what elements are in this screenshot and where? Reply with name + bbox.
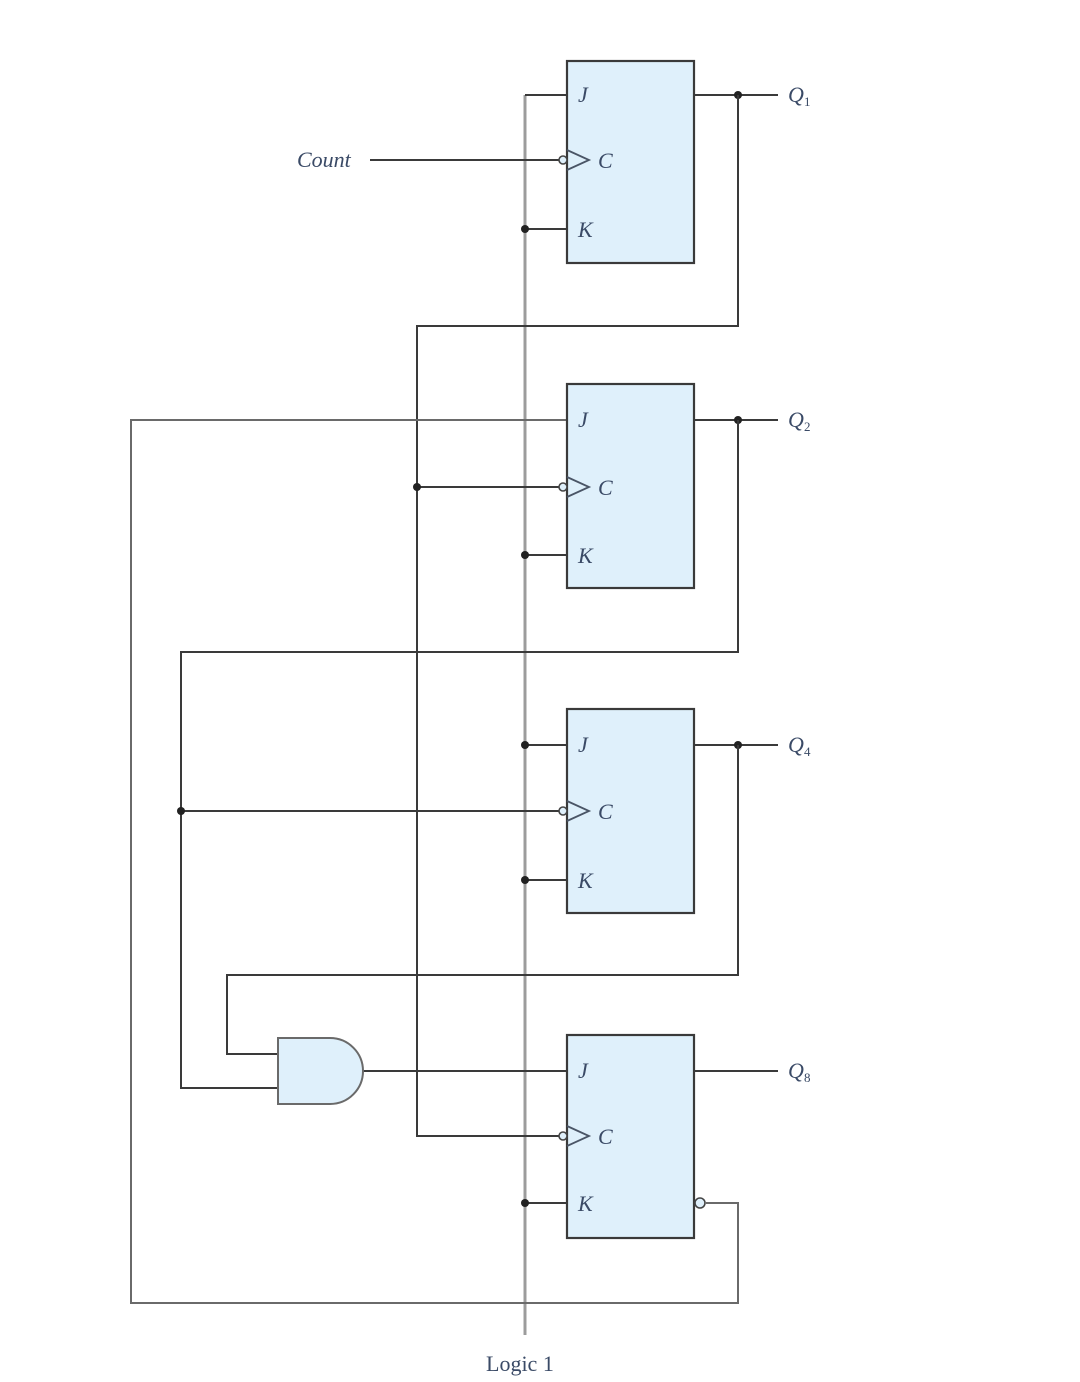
q1-feedback-wire xyxy=(416,95,739,1137)
flip-flop-8: J C K xyxy=(558,1033,706,1240)
clock-inversion-bubble xyxy=(558,1131,568,1141)
svg-text:4: 4 xyxy=(804,744,811,759)
q4-feedback-wire xyxy=(226,745,739,1055)
q1-label: Q 1 xyxy=(788,82,811,109)
flip-flop-4: J C K xyxy=(558,707,696,915)
pin-k-label: K xyxy=(577,868,594,893)
svg-text:Q: Q xyxy=(788,1058,804,1083)
svg-text:2: 2 xyxy=(804,419,811,434)
q8-label: Q 8 xyxy=(788,1058,811,1085)
flip-flop-1: J C K xyxy=(558,59,696,265)
q2-label: Q 2 xyxy=(788,407,811,434)
svg-text:8: 8 xyxy=(804,1070,811,1085)
svg-text:1: 1 xyxy=(804,94,811,109)
clock-triangle-icon xyxy=(566,1125,592,1147)
clock-triangle-icon xyxy=(566,476,592,498)
junction-dot xyxy=(521,741,529,749)
junction-dot xyxy=(521,876,529,884)
count-input-label: Count xyxy=(297,147,352,172)
svg-text:Q: Q xyxy=(788,82,804,107)
clock-inversion-bubble xyxy=(558,155,568,165)
clock-triangle-icon xyxy=(566,800,592,822)
pin-c-label: C xyxy=(598,475,613,500)
pin-c-label: C xyxy=(598,1124,613,1149)
pin-k-label: K xyxy=(577,543,594,568)
svg-text:Q: Q xyxy=(788,732,804,757)
q-not-inversion-bubble xyxy=(694,1197,706,1209)
clock-inversion-bubble xyxy=(558,806,568,816)
junction-dot xyxy=(521,551,529,559)
clock-triangle-icon xyxy=(566,149,592,171)
logic-1-label: Logic 1 xyxy=(486,1351,554,1376)
junction-dot xyxy=(413,483,421,491)
junction-dot xyxy=(177,807,185,815)
pin-j-label: J xyxy=(578,732,589,757)
clock-inversion-bubble xyxy=(558,482,568,492)
q2-feedback-wire xyxy=(180,420,739,1089)
pin-k-label: K xyxy=(577,1191,594,1216)
junction-dot xyxy=(521,225,529,233)
pin-j-label: J xyxy=(578,407,589,432)
pin-c-label: C xyxy=(598,799,613,824)
pin-j-label: J xyxy=(578,82,589,107)
flip-flop-2: J C K xyxy=(558,382,696,590)
q4-label: Q 4 xyxy=(788,732,811,759)
pin-j-label: J xyxy=(578,1058,589,1083)
junction-dot xyxy=(521,1199,529,1207)
pin-k-label: K xyxy=(577,217,594,242)
and-gate xyxy=(277,1037,364,1105)
pin-c-label: C xyxy=(598,148,613,173)
q8-not-feedback-wire xyxy=(130,419,739,1304)
svg-text:Q: Q xyxy=(788,407,804,432)
